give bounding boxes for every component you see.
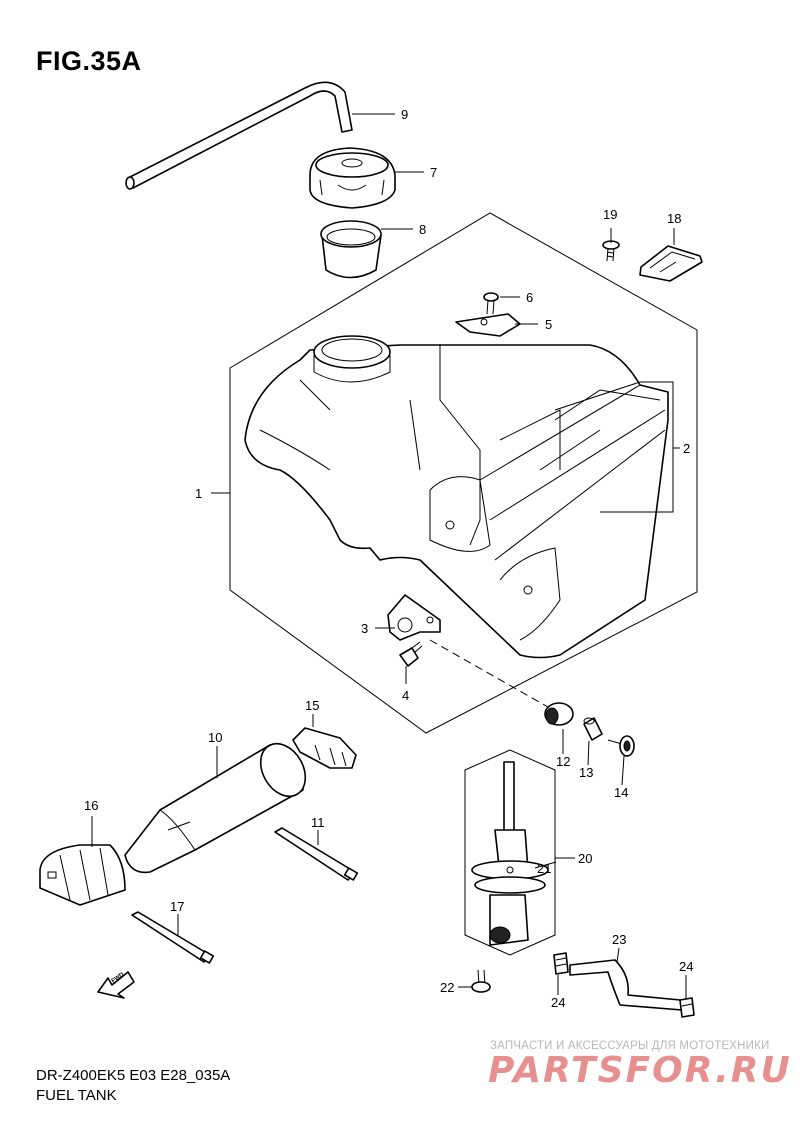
callout-labels: 1 2 3 4 5 6 7 8 9 10 11 12 13 14 15 16 1… xyxy=(84,107,693,1010)
callout-22: 22 xyxy=(440,980,454,995)
callout-9: 9 xyxy=(401,107,408,122)
callout-11: 11 xyxy=(311,815,325,830)
callout-3: 3 xyxy=(361,621,368,636)
screw-22 xyxy=(471,969,491,993)
fuel-cap xyxy=(309,147,396,209)
leader-lines xyxy=(91,113,687,999)
callout-24a: 24 xyxy=(551,995,565,1010)
tank-cover-10 xyxy=(124,742,307,874)
bolt-6 xyxy=(483,292,499,315)
fuel-cock-frame xyxy=(464,749,556,956)
callout-2: 2 xyxy=(683,441,690,456)
hose-clamp-24b xyxy=(679,997,695,1018)
bracket-plate-5 xyxy=(455,313,521,337)
bolt-4 xyxy=(399,641,423,667)
grommet-12 xyxy=(544,702,574,726)
callout-16: 16 xyxy=(84,798,98,813)
callout-21: 21 xyxy=(537,861,551,876)
rubber-damper-15 xyxy=(292,727,357,769)
callout-1: 1 xyxy=(195,486,202,501)
collar-13 xyxy=(583,717,603,741)
callout-18: 18 xyxy=(667,211,681,226)
callout-17: 17 xyxy=(170,899,184,914)
screw-19 xyxy=(602,240,620,262)
hose-clamp-24a xyxy=(553,952,569,975)
callout-7: 7 xyxy=(430,165,437,180)
callout-13: 13 xyxy=(579,765,593,780)
watermark-logo: PARTSFOR.RU xyxy=(488,1050,792,1091)
callout-4: 4 xyxy=(402,688,409,703)
callout-15: 15 xyxy=(305,698,319,713)
callout-19: 19 xyxy=(603,207,617,222)
fuel-cock-20 xyxy=(471,761,549,946)
callout-6: 6 xyxy=(526,290,533,305)
callout-14: 14 xyxy=(614,785,628,800)
forward-direction-arrow: FWD xyxy=(97,971,135,999)
mount-bracket-3 xyxy=(387,594,441,641)
callout-24b: 24 xyxy=(679,959,693,974)
breather-hose xyxy=(125,81,353,190)
part-name: FUEL TANK xyxy=(36,1087,117,1104)
model-code: DR-Z400EK5 E03 E28_035A xyxy=(36,1067,231,1084)
damper-rubber-16 xyxy=(39,844,126,906)
fuel-hose-23 xyxy=(569,959,683,1011)
fuel-tank-body xyxy=(244,335,669,659)
cable-tie-17 xyxy=(131,911,215,964)
bracket-clip-18 xyxy=(639,245,703,282)
bolt-washer-14 xyxy=(607,735,635,757)
callout-20: 20 xyxy=(578,851,592,866)
watermark-tagline: ЗАПЧАСТИ И АКСЕССУАРЫ ДЛЯ МОТОТЕХНИКИ xyxy=(490,1040,770,1052)
alignment-line xyxy=(429,639,549,708)
callout-8: 8 xyxy=(419,222,426,237)
callout-10: 10 xyxy=(208,730,222,745)
callout-23: 23 xyxy=(612,932,626,947)
cable-tie-11 xyxy=(274,827,359,881)
filler-neck-ring xyxy=(320,220,382,279)
tank-assembly-frame xyxy=(229,212,698,734)
callout-12: 12 xyxy=(556,754,570,769)
callout-5: 5 xyxy=(545,317,552,332)
figure-title: FIG.35A xyxy=(36,46,142,76)
